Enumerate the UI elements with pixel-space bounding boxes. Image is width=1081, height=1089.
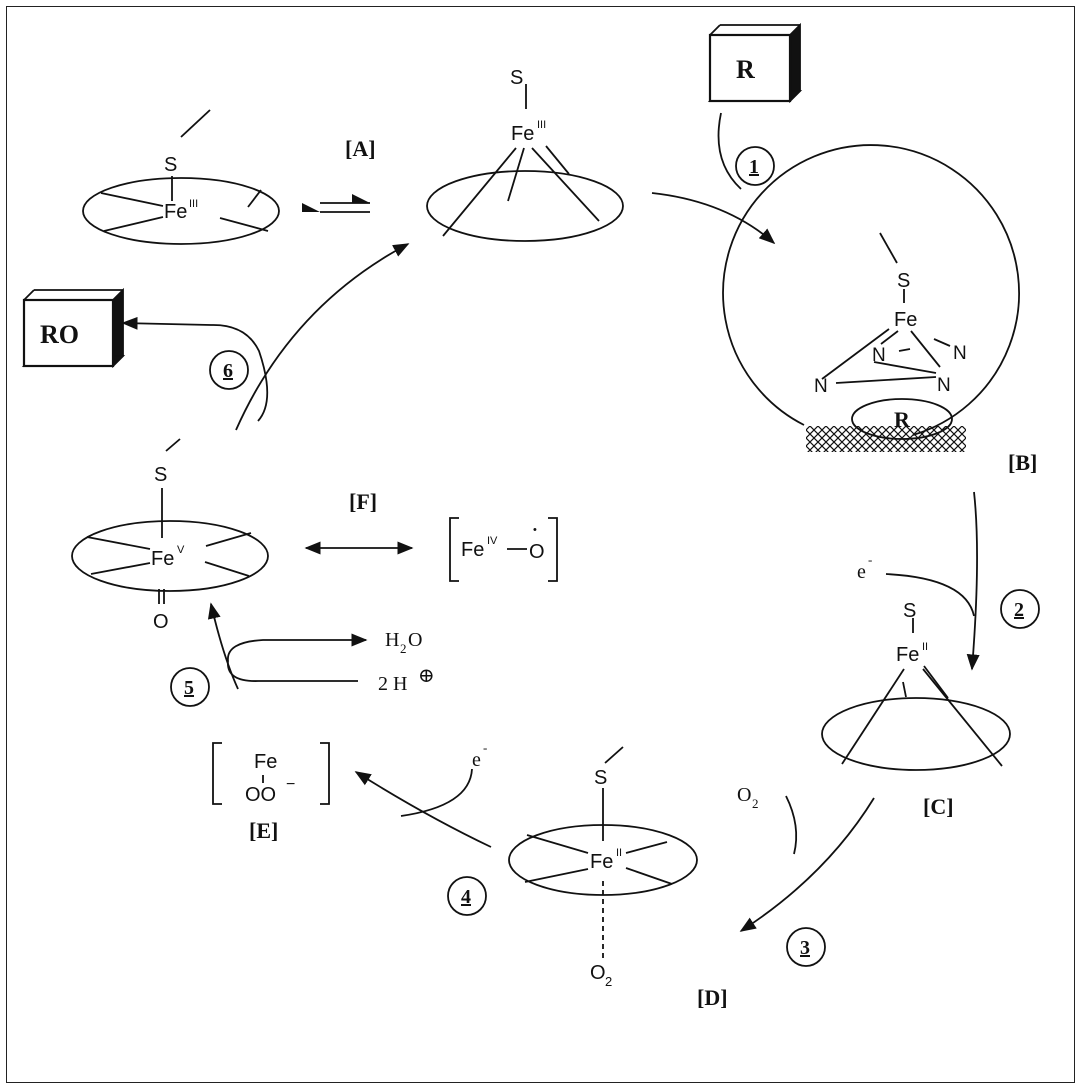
protons: 2 H: [378, 673, 407, 695]
bracket-right-e: [320, 742, 330, 805]
label-species-b: [B]: [1008, 450, 1037, 475]
proton-charge: ⊕: [418, 665, 435, 687]
f-oxo: O: [153, 611, 169, 633]
a-planar-sulfur: S: [164, 154, 177, 176]
species-a-planar-heme: [82, 109, 280, 245]
water-h: H: [385, 629, 399, 651]
bracket-left-e: [212, 742, 222, 805]
fe4-iron: Fe: [461, 539, 484, 561]
diagram-frame: [A] [B] [C] [D] [E] [F] R RO 1 2 3 4 5 6…: [6, 6, 1075, 1083]
b-nitrogen-2: N: [953, 343, 967, 364]
water-o: O: [408, 629, 422, 651]
a-planar-iron: Fe: [164, 201, 187, 223]
d-sulfur: S: [594, 767, 607, 789]
b-nitrogen-1: N: [872, 345, 886, 366]
oxygen-entry-curve: [785, 795, 798, 855]
substrate-label: R: [736, 55, 755, 84]
step-6-arrow: [235, 243, 410, 431]
product-box: [21, 287, 126, 369]
electron-4: e: [472, 749, 481, 771]
step-3-circle: [786, 927, 826, 967]
step-4-number: 4: [461, 886, 471, 908]
species-a-domed-heme: [426, 84, 624, 242]
f-iron-oxidation: V: [177, 544, 185, 556]
step-6-number: 6: [223, 360, 233, 382]
step-1-arrow: [651, 192, 776, 245]
substrate-entry-curve: [717, 112, 742, 190]
species-b-substrate-bound: [722, 144, 1020, 440]
e-peroxo: OO: [245, 784, 276, 806]
label-species-f: [F]: [349, 489, 377, 514]
step-3-arrow: [739, 797, 875, 932]
diagram-border: [6, 6, 1075, 1083]
electron-entry-curve-2: [885, 573, 975, 617]
species-f-oxo-complex: [71, 438, 269, 604]
product-label: RO: [40, 320, 79, 349]
b-bound-substrate: R: [894, 407, 911, 432]
electron-2-charge: -: [868, 552, 872, 567]
d-iron-oxidation: II: [616, 847, 622, 859]
step-2-arrow: [966, 491, 980, 671]
f-iron: Fe: [151, 548, 174, 570]
label-species-d: [D]: [697, 985, 728, 1010]
p450-catalytic-cycle-diagram: [A] [B] [C] [D] [E] [F] R RO 1 2 3 4 5 6…: [6, 6, 1075, 1083]
label-species-e: [E]: [249, 818, 278, 843]
bracket-right-fe4: [548, 517, 558, 582]
d-iron: Fe: [590, 851, 613, 873]
b-sulfur: S: [897, 270, 910, 292]
water-subscript: 2: [400, 641, 407, 656]
step-6-circle: [209, 350, 249, 390]
b-nitrogen-3: N: [814, 376, 828, 397]
a-planar-iron-oxidation: III: [189, 198, 198, 210]
fe4-radical-dot: •: [533, 524, 537, 536]
step-2-circle: [1000, 589, 1040, 629]
bracket-left-fe4: [449, 517, 459, 582]
product-release-arrow: [121, 316, 269, 422]
e-charge: −: [286, 776, 295, 793]
species-c-reduced-domed: [821, 618, 1011, 771]
b-nitrogen-4: N: [937, 375, 951, 396]
label-species-c: [C]: [923, 794, 954, 819]
d-dioxygen-subscript: 2: [605, 974, 612, 989]
step-1-circle: [735, 146, 775, 186]
oxygen-reagent-subscript: 2: [752, 796, 759, 811]
electron-2: e: [857, 561, 866, 583]
a-domed-iron: Fe: [511, 123, 534, 145]
fe4-oxidation: IV: [487, 535, 498, 547]
c-iron-oxidation: II: [922, 641, 928, 653]
e-iron: Fe: [254, 751, 277, 773]
protein-pocket-hatching: [806, 426, 966, 452]
step-1-number: 1: [749, 156, 759, 178]
a-domed-sulfur: S: [510, 67, 523, 89]
electron-4-charge: -: [483, 740, 487, 755]
fe4-oxygen: O: [529, 541, 545, 563]
b-iron: Fe: [894, 309, 917, 331]
step-4-arrow: [354, 771, 492, 848]
step-5-arrow: [207, 602, 239, 690]
c-iron: Fe: [896, 644, 919, 666]
label-species-a: [A]: [345, 136, 376, 161]
d-dioxygen: O: [590, 962, 606, 984]
water-proton-exchange-arrow: [227, 633, 368, 682]
oxygen-reagent: O: [737, 784, 751, 806]
step-4-circle: [447, 876, 487, 916]
c-sulfur: S: [903, 600, 916, 622]
f-sulfur: S: [154, 464, 167, 486]
species-d-dioxygen-complex: [508, 746, 698, 958]
electron-entry-curve-4: [400, 768, 473, 817]
step-5-circle: [170, 667, 210, 707]
step-3-number: 3: [800, 937, 810, 959]
step-5-number: 5: [184, 677, 194, 699]
a-domed-iron-oxidation: III: [537, 119, 546, 131]
substrate-box: [707, 22, 803, 104]
step-2-number: 2: [1014, 599, 1024, 621]
